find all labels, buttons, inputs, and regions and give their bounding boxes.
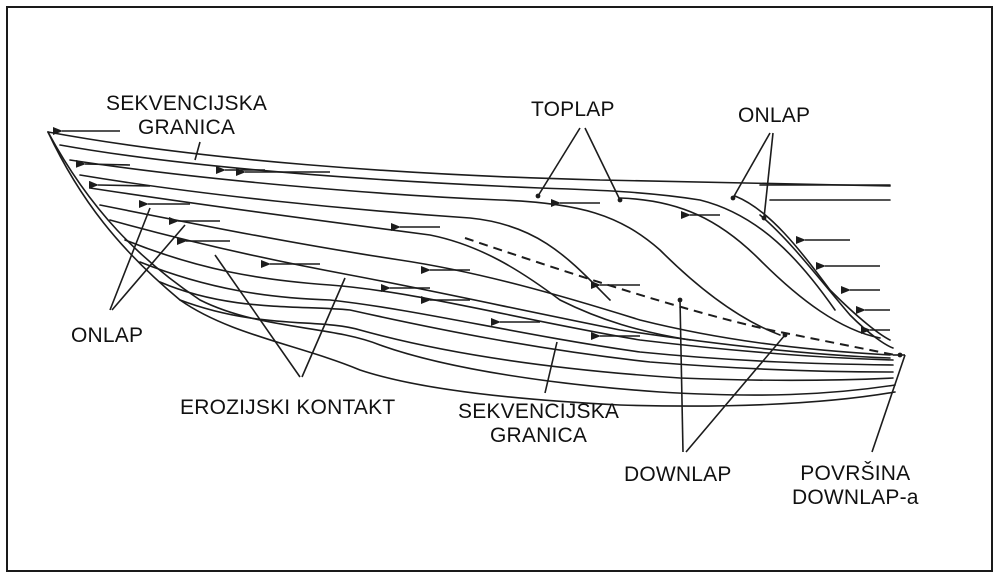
sequence-boundary-lower: [47, 131, 896, 396]
downlap-surface-dashed: [464, 237, 896, 356]
stratum-13: [179, 299, 894, 382]
label-downlap: DOWNLAP: [624, 463, 732, 486]
label-downlap-surface-line2: DOWNLAP-a: [792, 486, 919, 509]
stratum-3: [79, 174, 611, 301]
label-downlap-surface-line1: POVRŠINA: [800, 462, 911, 485]
label-sequence-boundary-bottom: SEKVENCIJSKA GRANICA: [458, 400, 619, 448]
stratum-5: [619, 197, 881, 339]
stratum-8: [99, 204, 891, 356]
stratum-9: [109, 219, 891, 359]
label-downlap-surface: POVRŠINA DOWNLAP-a: [792, 462, 919, 510]
flow-arrows: [53, 127, 890, 340]
label-sequence-boundary-top-line1: SEKVENCIJSKA: [106, 92, 268, 115]
label-leader-lines: [109, 127, 906, 453]
contact-dots: [535, 193, 903, 358]
label-onlap-right: ONLAP: [738, 104, 811, 127]
label-sequence-boundary-bottom-line2: GRANICA: [490, 424, 588, 447]
sequence-boundary-top: [47, 131, 891, 187]
stratum-11: [139, 261, 894, 366]
label-sequence-boundary-top: SEKVENCIJSKA GRANICA: [106, 92, 267, 140]
stratum-1: [59, 144, 836, 311]
label-erosional-contact: EROZIJSKI KONTAKT: [180, 396, 396, 419]
stratum-2: [69, 159, 781, 336]
stratum-10: [124, 239, 894, 361]
label-sequence-boundary-top-line2: GRANICA: [138, 116, 236, 139]
label-toplap: TOPLAP: [531, 98, 615, 121]
stratum-4: [89, 187, 691, 341]
stratum-6: [734, 195, 891, 341]
label-sequence-boundary-bottom-line1: SEKVENCIJSKA: [458, 400, 620, 423]
label-onlap-left: ONLAP: [71, 324, 144, 347]
stratum-12: [159, 281, 894, 373]
stratum-7: [759, 214, 894, 349]
